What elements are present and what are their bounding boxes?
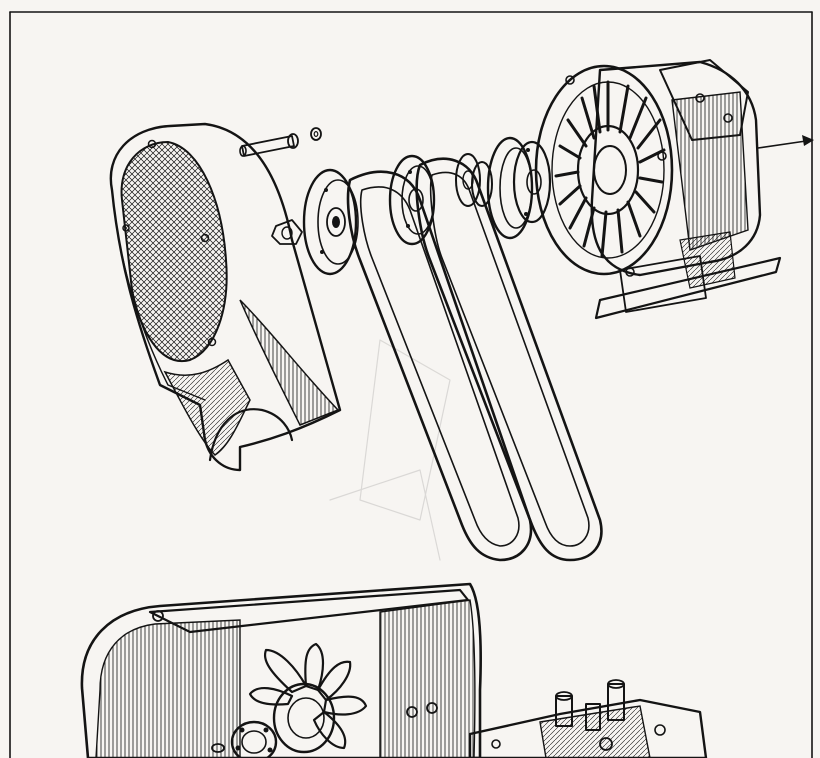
pivot-bolt — [239, 133, 299, 157]
paper-show-through — [329, 339, 451, 561]
middle-pulley — [388, 154, 436, 246]
cylinder-head — [468, 679, 708, 758]
page-border — [9, 11, 813, 758]
spacer-washers — [455, 153, 493, 207]
small-nut — [271, 219, 303, 245]
washer — [310, 127, 322, 141]
fan-belt-outer — [346, 170, 533, 562]
engine-cowl-housing — [80, 582, 482, 758]
mounting-base — [594, 231, 782, 320]
direction-arrow — [757, 135, 814, 149]
cooling-fan — [248, 642, 368, 754]
front-pulley — [302, 168, 359, 276]
ribbed-generator-housing — [534, 59, 762, 277]
bearing — [230, 720, 278, 758]
fan-belt-inner — [415, 157, 603, 562]
cooling-fan-cowl-with-grille — [109, 122, 342, 472]
rear-pulley — [486, 136, 552, 240]
